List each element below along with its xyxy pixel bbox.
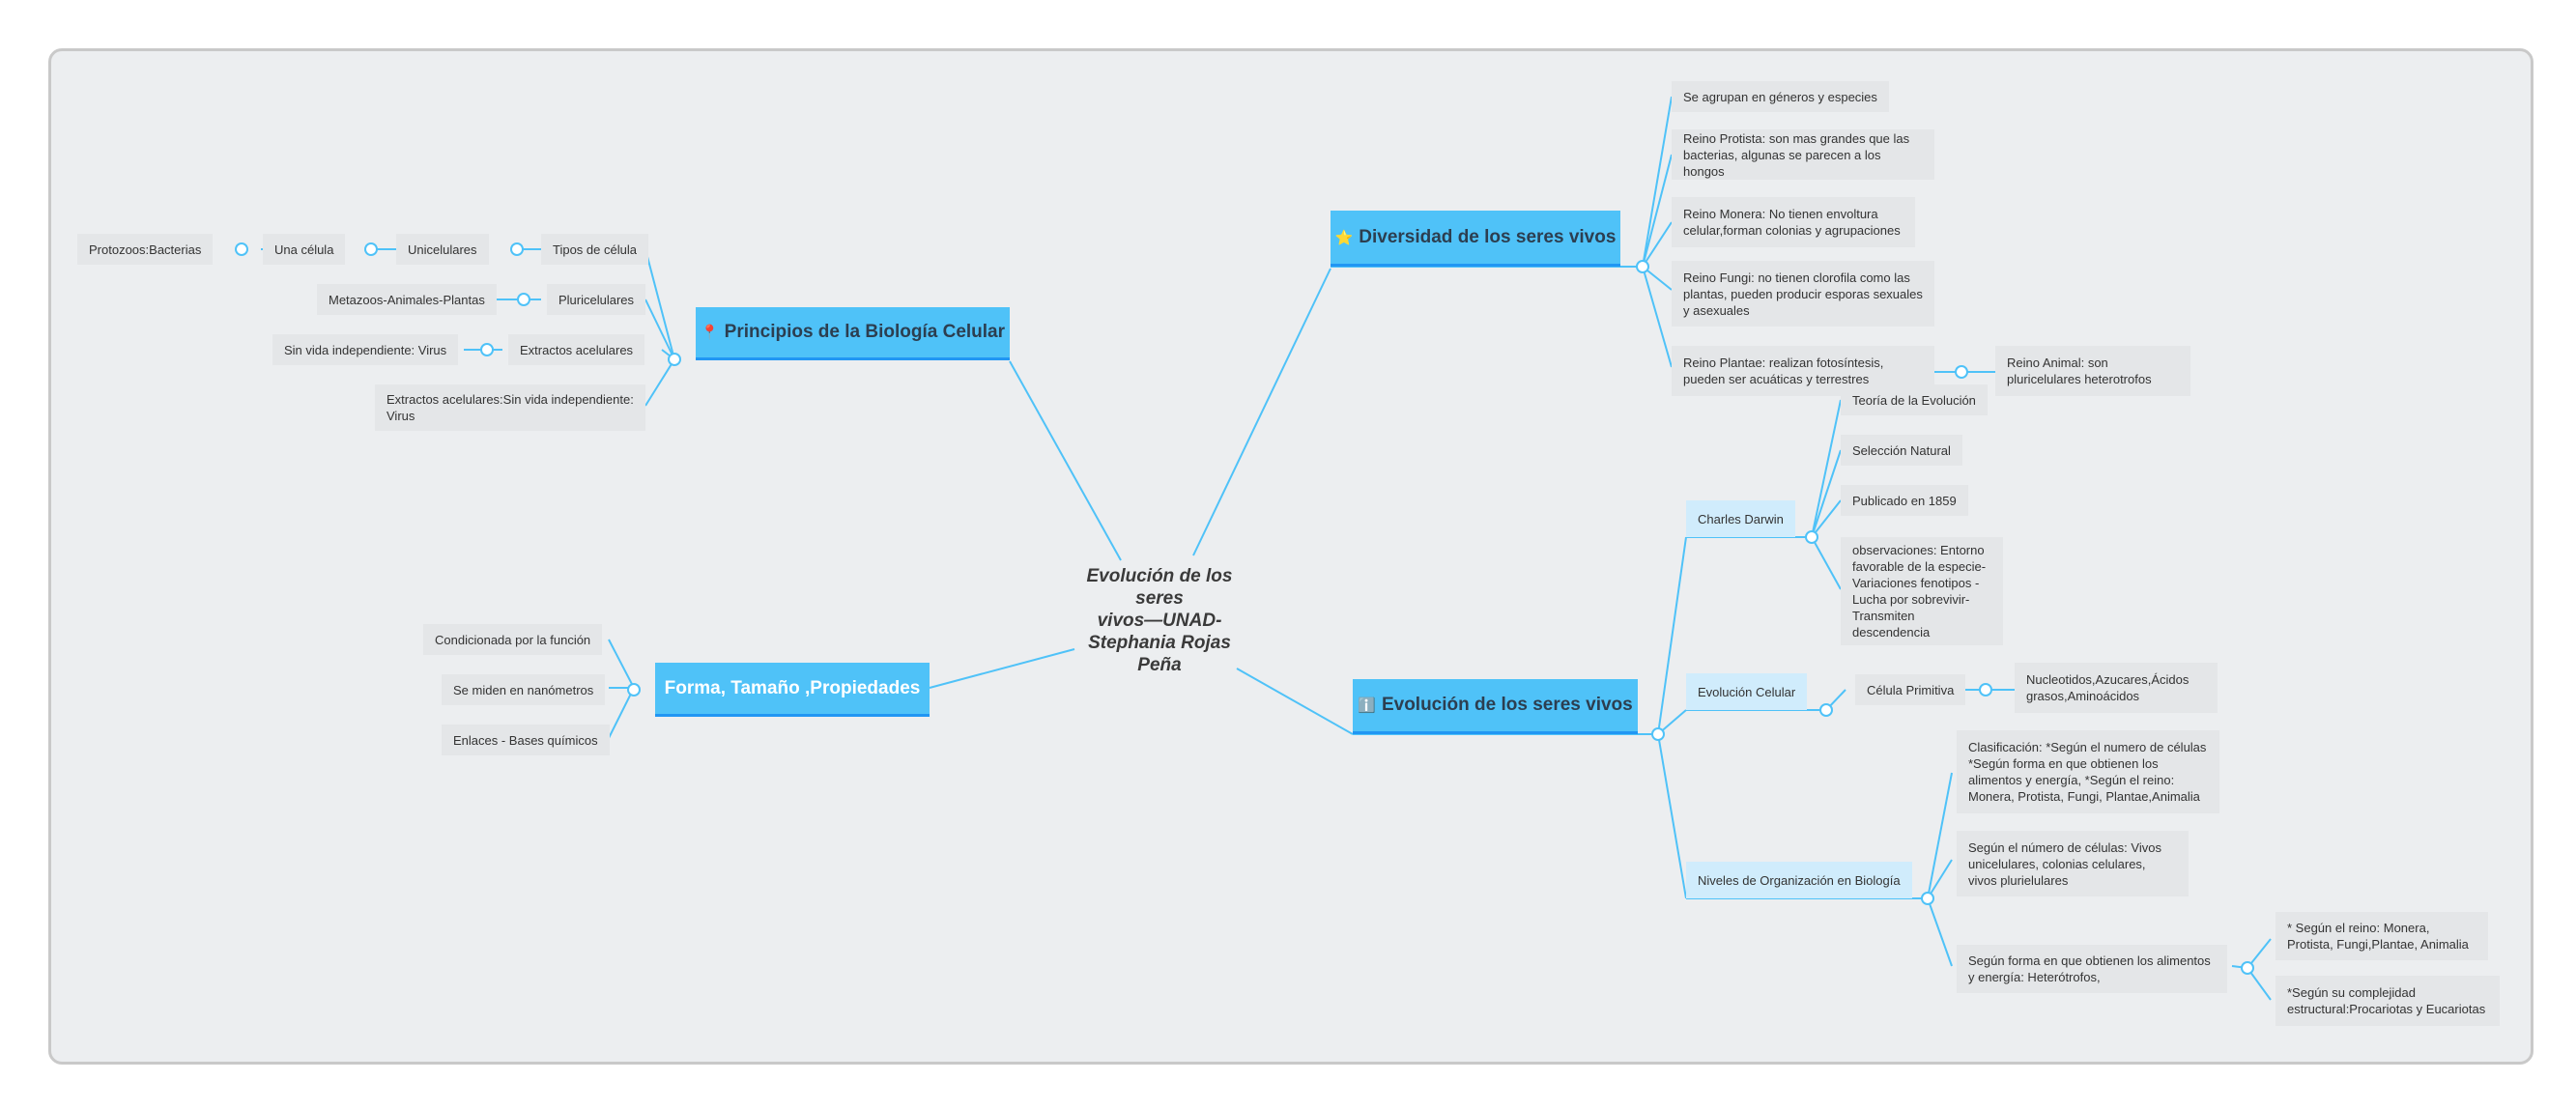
node-text: Selección Natural [1852, 442, 1951, 458]
leaf-celula-primitiva[interactable]: Célula Primitiva [1855, 674, 1966, 705]
branch-dot[interactable] [2241, 961, 2254, 975]
pin-icon: 📍 [700, 325, 719, 341]
leaf-enlaces[interactable]: Enlaces - Bases químicos [442, 725, 610, 755]
node-text: Sin vida independiente: Virus [284, 342, 447, 357]
node-text: Se agrupan en géneros y especies [1683, 89, 1877, 104]
topic-forma[interactable]: Forma, Tamaño ,Propiedades [655, 663, 930, 717]
leaf-protista[interactable]: Reino Protista: son mas grandes que las … [1672, 129, 1934, 180]
node-text: Metazoos-Animales-Plantas [329, 292, 485, 307]
leaf-nucleotidos[interactable]: Nucleotidos,Azucares,Ácidos grasos,Amino… [2015, 663, 2218, 713]
node-text: observaciones: Entorno favorable de la e… [1852, 543, 1987, 640]
leaf-seleccion[interactable]: Selección Natural [1841, 435, 1962, 466]
leaf-publicado[interactable]: Publicado en 1859 [1841, 485, 1968, 516]
sub-darwin[interactable]: Charles Darwin [1686, 500, 1795, 537]
star-icon: ⭐ [1334, 229, 1354, 246]
branch-dot[interactable] [1805, 530, 1818, 544]
node-text: Reino Animal: son pluricelulares heterot… [2007, 355, 2152, 386]
leaf-complejidad[interactable]: *Según su complejidad estructural:Procar… [2275, 976, 2500, 1026]
node-text: *Según su complejidad estructural:Procar… [2287, 985, 2486, 1016]
node-text: Extractos acelulares:Sin vida independie… [386, 392, 634, 423]
leaf-pluricelulares[interactable]: Pluricelulares [547, 284, 646, 315]
branch-dot[interactable] [364, 242, 378, 256]
topic-label: Principios de la Biología Celular [724, 322, 1006, 342]
branch-dot[interactable] [1979, 683, 1992, 697]
central-line: Peña [1137, 655, 1182, 675]
leaf-tipos-celula[interactable]: Tipos de célula [541, 234, 648, 265]
node-text: Publicado en 1859 [1852, 493, 1957, 508]
leaf-teoria[interactable]: Teoría de la Evolución [1841, 384, 1988, 415]
leaf-fungi[interactable]: Reino Fungi: no tienen clorofila como la… [1672, 261, 1934, 327]
topic-diversidad[interactable]: ⭐ Diversidad de los seres vivos [1331, 211, 1620, 267]
sub-niveles[interactable]: Niveles de Organización en Biología [1686, 862, 1912, 898]
node-text: Protozoos:Bacterias [89, 242, 202, 257]
branch-dot[interactable] [1955, 365, 1968, 379]
node-text: Según forma en que obtienen los alimento… [1968, 953, 2211, 984]
branch-dot[interactable] [480, 343, 494, 356]
topic-label: Diversidad de los seres vivos [1359, 226, 1617, 247]
branch-dot[interactable] [1921, 892, 1934, 905]
leaf-animal[interactable]: Reino Animal: son pluricelulares heterot… [1995, 346, 2190, 396]
topic-evolucion[interactable]: ℹ️ Evolución de los seres vivos [1353, 679, 1638, 734]
node-text: Charles Darwin [1698, 511, 1784, 526]
branch-dot[interactable] [510, 242, 524, 256]
central-line: Evolución de los [1086, 566, 1233, 586]
leaf-agrupan[interactable]: Se agrupan en géneros y especies [1672, 81, 1889, 112]
node-text: Pluricelulares [558, 292, 635, 307]
leaf-forma-alimentos[interactable]: Según forma en que obtienen los alimento… [1957, 945, 2227, 993]
central-topic[interactable]: Evolución de los seres vivos—UNAD- Steph… [1073, 565, 1246, 676]
leaf-monera[interactable]: Reino Monera: No tienen envoltura celula… [1672, 197, 1915, 247]
node-text: Según el número de células: Vivos unicel… [1968, 839, 2161, 888]
leaf-metazoos[interactable]: Metazoos-Animales-Plantas [317, 284, 497, 315]
branch-dot[interactable] [1636, 260, 1649, 273]
branch-dot[interactable] [668, 353, 681, 366]
node-text: Enlaces - Bases químicos [453, 732, 598, 748]
node-text: Reino Fungi: no tienen clorofila como la… [1683, 270, 1923, 318]
central-line: vivos—UNAD- [1097, 611, 1222, 631]
node-text: Una célula [274, 242, 334, 257]
node-text: Niveles de Organización en Biología [1698, 872, 1901, 888]
node-text: Evolución Celular [1698, 684, 1796, 699]
topic-label: Evolución de los seres vivos [1381, 695, 1633, 715]
central-line: Stephania Rojas [1088, 633, 1231, 653]
leaf-numero-celulas[interactable]: Según el número de células: Vivos unicel… [1957, 831, 2189, 896]
leaf-unicelulares[interactable]: Unicelulares [396, 234, 489, 265]
branch-dot[interactable] [517, 293, 530, 306]
leaf-clasificacion[interactable]: Clasificación: *Según el numero de célul… [1957, 730, 2219, 813]
branch-dot[interactable] [627, 683, 641, 697]
node-text: Nucleotidos,Azucares,Ácidos grasos,Amino… [2026, 672, 2190, 703]
leaf-extractos-virus[interactable]: Extractos acelulares:Sin vida independie… [375, 384, 645, 431]
node-text: Teoría de la Evolución [1852, 392, 1976, 408]
central-line: seres [1135, 588, 1184, 609]
branch-dot[interactable] [1819, 703, 1833, 717]
node-text: Se miden en nanómetros [453, 682, 594, 697]
leaf-condicionada[interactable]: Condicionada por la función [423, 624, 603, 655]
leaf-nanometros[interactable]: Se miden en nanómetros [442, 674, 606, 705]
node-text: Extractos acelulares [520, 342, 634, 357]
info-icon: ℹ️ [1358, 697, 1376, 714]
branch-dot[interactable] [1651, 727, 1665, 741]
leaf-sin-vida[interactable]: Sin vida independiente: Virus [272, 334, 459, 365]
branch-dot[interactable] [235, 242, 248, 256]
topic-principios[interactable]: 📍 Principios de la Biología Celular [696, 307, 1010, 360]
sub-evolucion-celular[interactable]: Evolución Celular [1686, 673, 1808, 710]
node-text: Reino Plantae: realizan fotosíntesis, pu… [1683, 355, 1884, 386]
leaf-observaciones[interactable]: observaciones: Entorno favorable de la e… [1841, 537, 2003, 645]
node-text: Condicionada por la función [435, 632, 591, 647]
leaf-extractos[interactable]: Extractos acelulares [508, 334, 645, 365]
node-text: Unicelulares [408, 242, 477, 257]
leaf-segun-reino[interactable]: * Según el reino: Monera, Protista, Fung… [2275, 912, 2488, 960]
node-text: Reino Monera: No tienen envoltura celula… [1683, 207, 1901, 238]
topic-label: Forma, Tamaño ,Propiedades [664, 677, 921, 698]
node-text: * Según el reino: Monera, Protista, Fung… [2287, 921, 2469, 952]
leaf-una-celula[interactable]: Una célula [263, 234, 346, 265]
leaf-protozoos[interactable]: Protozoos:Bacterias [77, 234, 214, 265]
node-text: Reino Protista: son mas grandes que las … [1683, 130, 1910, 179]
node-text: Célula Primitiva [1867, 682, 1955, 697]
node-text: Tipos de célula [553, 242, 637, 257]
node-text: Clasificación: *Según el numero de célul… [1968, 740, 2207, 804]
